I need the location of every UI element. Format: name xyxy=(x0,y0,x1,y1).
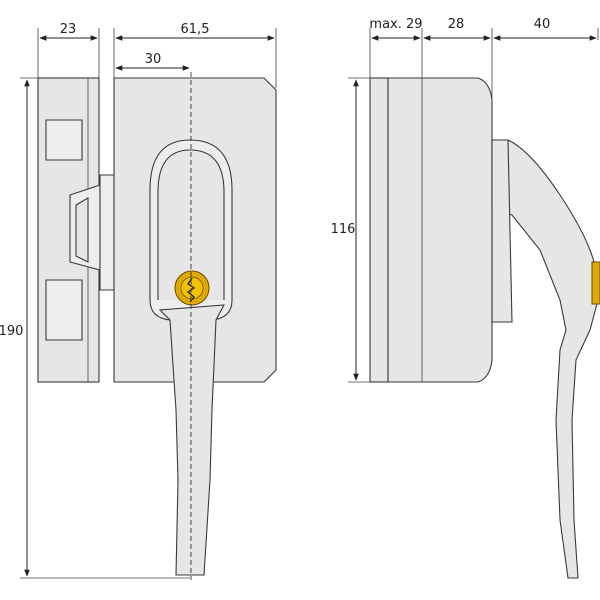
dim-label-side-body: 28 xyxy=(448,17,465,32)
front-view xyxy=(37,72,277,580)
side-handle-neck xyxy=(491,139,513,323)
side-base-plate xyxy=(369,77,389,383)
side-view xyxy=(369,77,600,579)
front-dimensions: 23 61,5 30 190 xyxy=(0,22,277,579)
dim-label-width-plate: 23 xyxy=(60,22,77,37)
dim-label-side-max: max. 29 xyxy=(369,17,422,32)
side-lock-body xyxy=(387,77,493,383)
connector-block xyxy=(99,174,115,291)
dim-label-side-handle: 40 xyxy=(534,17,551,32)
plate-tab-upper xyxy=(45,119,83,161)
dim-label-center-offset: 30 xyxy=(145,52,162,67)
side-handle-lever xyxy=(491,139,599,579)
side-dimensions: max. 29 28 40 116 xyxy=(331,17,599,383)
connector-detail xyxy=(75,197,89,263)
handle-lever xyxy=(158,304,225,576)
dim-label-total-height: 190 xyxy=(0,324,23,339)
side-key-cylinder xyxy=(591,261,600,305)
dim-label-width-lock: 61,5 xyxy=(181,22,210,37)
dim-label-side-height: 116 xyxy=(331,222,356,237)
plate-tab-lower xyxy=(45,279,83,341)
